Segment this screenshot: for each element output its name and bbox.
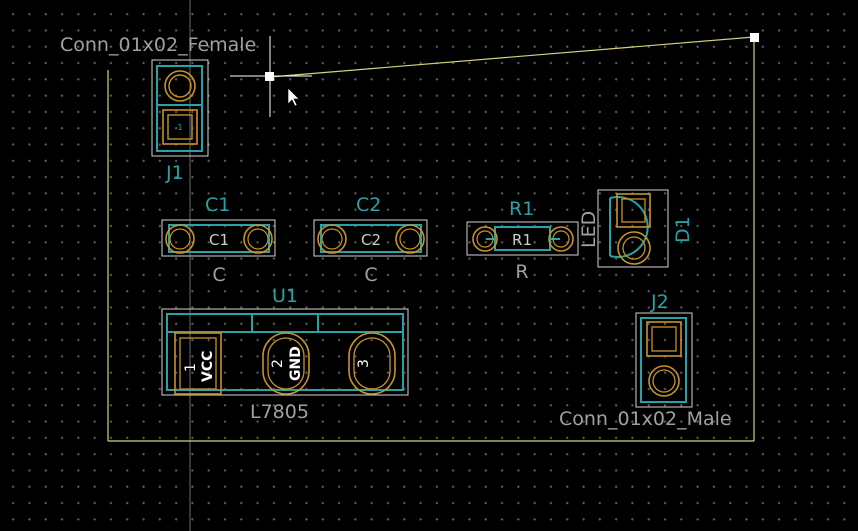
reference-C1: C1 — [205, 194, 230, 216]
board-outline[interactable] — [107, 36, 755, 442]
silk-label-C2: C2 — [361, 231, 381, 249]
silk-C1 — [168, 224, 270, 253]
silk-J1 — [156, 65, 203, 152]
courtyard-C1 — [161, 219, 276, 257]
reference-R1: R1 — [509, 198, 534, 220]
pad-number-U1-3: 3 — [356, 359, 372, 368]
value-J2: Conn_01x02_Male — [559, 408, 732, 430]
pad-net-U1-1: VCC — [200, 351, 216, 382]
footprint-R1[interactable]: R1 R1 R — [466, 198, 579, 283]
silk-label-R1: R1 — [512, 231, 532, 249]
pad-J2-1[interactable] — [646, 321, 682, 357]
pad-C2-1[interactable] — [317, 224, 347, 254]
reference-U1: U1 — [272, 285, 298, 307]
value-U1: L7805 — [250, 401, 309, 423]
pad-C2-2[interactable] — [395, 224, 425, 254]
footprint-J1[interactable]: Conn_01x02_Female 1 J1 — [60, 34, 256, 184]
pad-R1-1[interactable] — [472, 226, 498, 252]
reference-D1: D1 — [672, 216, 694, 243]
courtyard-C2 — [313, 219, 428, 257]
footprint-C1[interactable]: C1 C1 C — [161, 194, 276, 286]
reference-C2: C2 — [356, 194, 381, 216]
courtyard-U1 — [161, 308, 409, 396]
pad-D1-1[interactable] — [616, 193, 651, 228]
courtyard-J2 — [635, 312, 693, 408]
pad-J1-1[interactable]: 1 — [162, 109, 198, 145]
drawing-cursor — [230, 36, 312, 117]
value-D1: LED — [578, 211, 600, 248]
silk-label-C1: C1 — [209, 231, 229, 249]
pad-J2-2[interactable] — [648, 365, 680, 397]
value-R1: R — [515, 261, 528, 283]
pad-C1-1[interactable] — [165, 224, 195, 254]
silk-J2 — [640, 317, 687, 403]
pad-net-U1-2: GND — [288, 346, 304, 381]
pad-number-J1-1: 1 — [177, 123, 182, 132]
reference-J1: J1 — [165, 162, 184, 184]
footprint-D1[interactable]: LED D1 — [578, 189, 694, 268]
footprint-J2[interactable]: J2 Conn_01x02_Male — [559, 291, 732, 430]
pad-U1-2[interactable]: 2 GND — [262, 332, 310, 395]
value-C2: C — [364, 264, 377, 286]
courtyard-D1 — [597, 189, 669, 268]
footprint-U1[interactable]: U1 1 VCC 2 GND 3 L7805 — [161, 285, 409, 423]
silk-C2 — [320, 224, 422, 253]
footprint-C2[interactable]: C2 C2 C — [313, 194, 428, 286]
cursor-snap-handle — [265, 72, 274, 81]
pad-U1-1[interactable]: 1 VCC — [174, 332, 222, 395]
value-J1: Conn_01x02_Female — [60, 34, 256, 56]
outline-endpoint-handle[interactable] — [750, 33, 759, 42]
courtyard-R1 — [466, 221, 579, 256]
pad-D1-2[interactable] — [617, 231, 651, 265]
pad-R1-2[interactable] — [548, 226, 574, 252]
silk-U1 — [166, 313, 404, 391]
board-edge-in-progress[interactable] — [269, 36, 755, 78]
value-C1: C — [212, 264, 225, 286]
reference-J2: J2 — [650, 291, 669, 313]
pad-number-U1-1: 1 — [183, 363, 199, 372]
mouse-pointer-icon — [287, 87, 300, 107]
pad-J1-2[interactable] — [164, 70, 196, 102]
pad-number-U1-2: 2 — [270, 359, 286, 368]
pad-U1-3[interactable]: 3 — [348, 332, 396, 395]
courtyard-J1 — [151, 59, 209, 157]
pad-C1-2[interactable] — [243, 224, 273, 254]
